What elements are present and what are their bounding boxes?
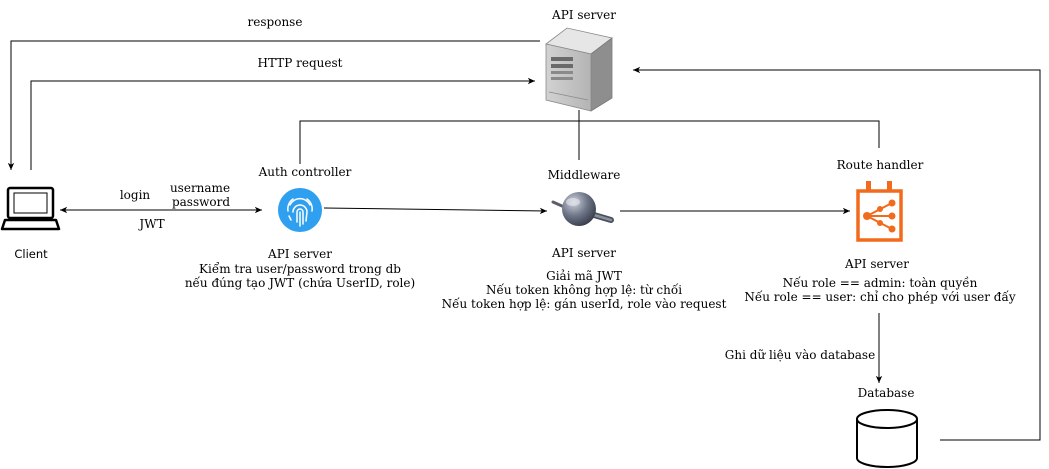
route-api-server-label: API server <box>845 257 909 271</box>
middleware-orb-icon <box>551 192 614 226</box>
route-desc-line-2: Nếu role == user: chỉ cho phép với user … <box>744 290 1016 304</box>
auth-api-server-label: API server <box>268 247 332 261</box>
client-label: Client <box>14 247 48 261</box>
database-cylinder-icon <box>856 409 918 468</box>
username-label: username <box>169 181 231 195</box>
password-label: password <box>171 195 231 209</box>
database-to-server-arrow <box>633 66 1041 441</box>
jwt-label: JWT <box>139 217 165 231</box>
auth-desc-line-1: Kiểm tra user/password trong db <box>199 262 401 276</box>
route-desc-line-1: Nếu role == admin: toàn quyền <box>782 276 978 290</box>
response-label: response <box>247 15 303 29</box>
http-request-arrow <box>30 77 535 170</box>
auth-controller-title: Auth controller <box>258 165 352 179</box>
http-request-label: HTTP request <box>257 56 343 70</box>
server-bracket-line <box>299 120 880 164</box>
middleware-desc-line-1: Giải mã JWT <box>546 269 622 283</box>
database-write-label: Ghi dữ liệu vào database <box>724 348 876 362</box>
computer-icon <box>0 186 61 231</box>
middleware-desc-line-3: Nếu token hợp lệ: gán userId, role vào r… <box>441 297 727 311</box>
server-icon <box>545 27 613 112</box>
auth-desc-line-2: nếu đúng tạo JWT (chứa UserID, role) <box>184 276 416 290</box>
middleware-desc-line-2: Nếu token không hợp lệ: từ chối <box>485 283 683 297</box>
fingerprint-icon <box>278 188 322 232</box>
route-handler-title: Route handler <box>836 158 924 172</box>
middleware-api-server-label: API server <box>552 246 616 260</box>
response-arrow <box>7 40 540 170</box>
api-server-top-label: API server <box>552 8 616 22</box>
login-label: login <box>119 188 151 202</box>
middleware-title: Middleware <box>547 168 621 182</box>
route-handler-icon <box>856 181 903 242</box>
auth-middleware-arrow <box>323 207 548 215</box>
database-title: Database <box>857 386 915 400</box>
